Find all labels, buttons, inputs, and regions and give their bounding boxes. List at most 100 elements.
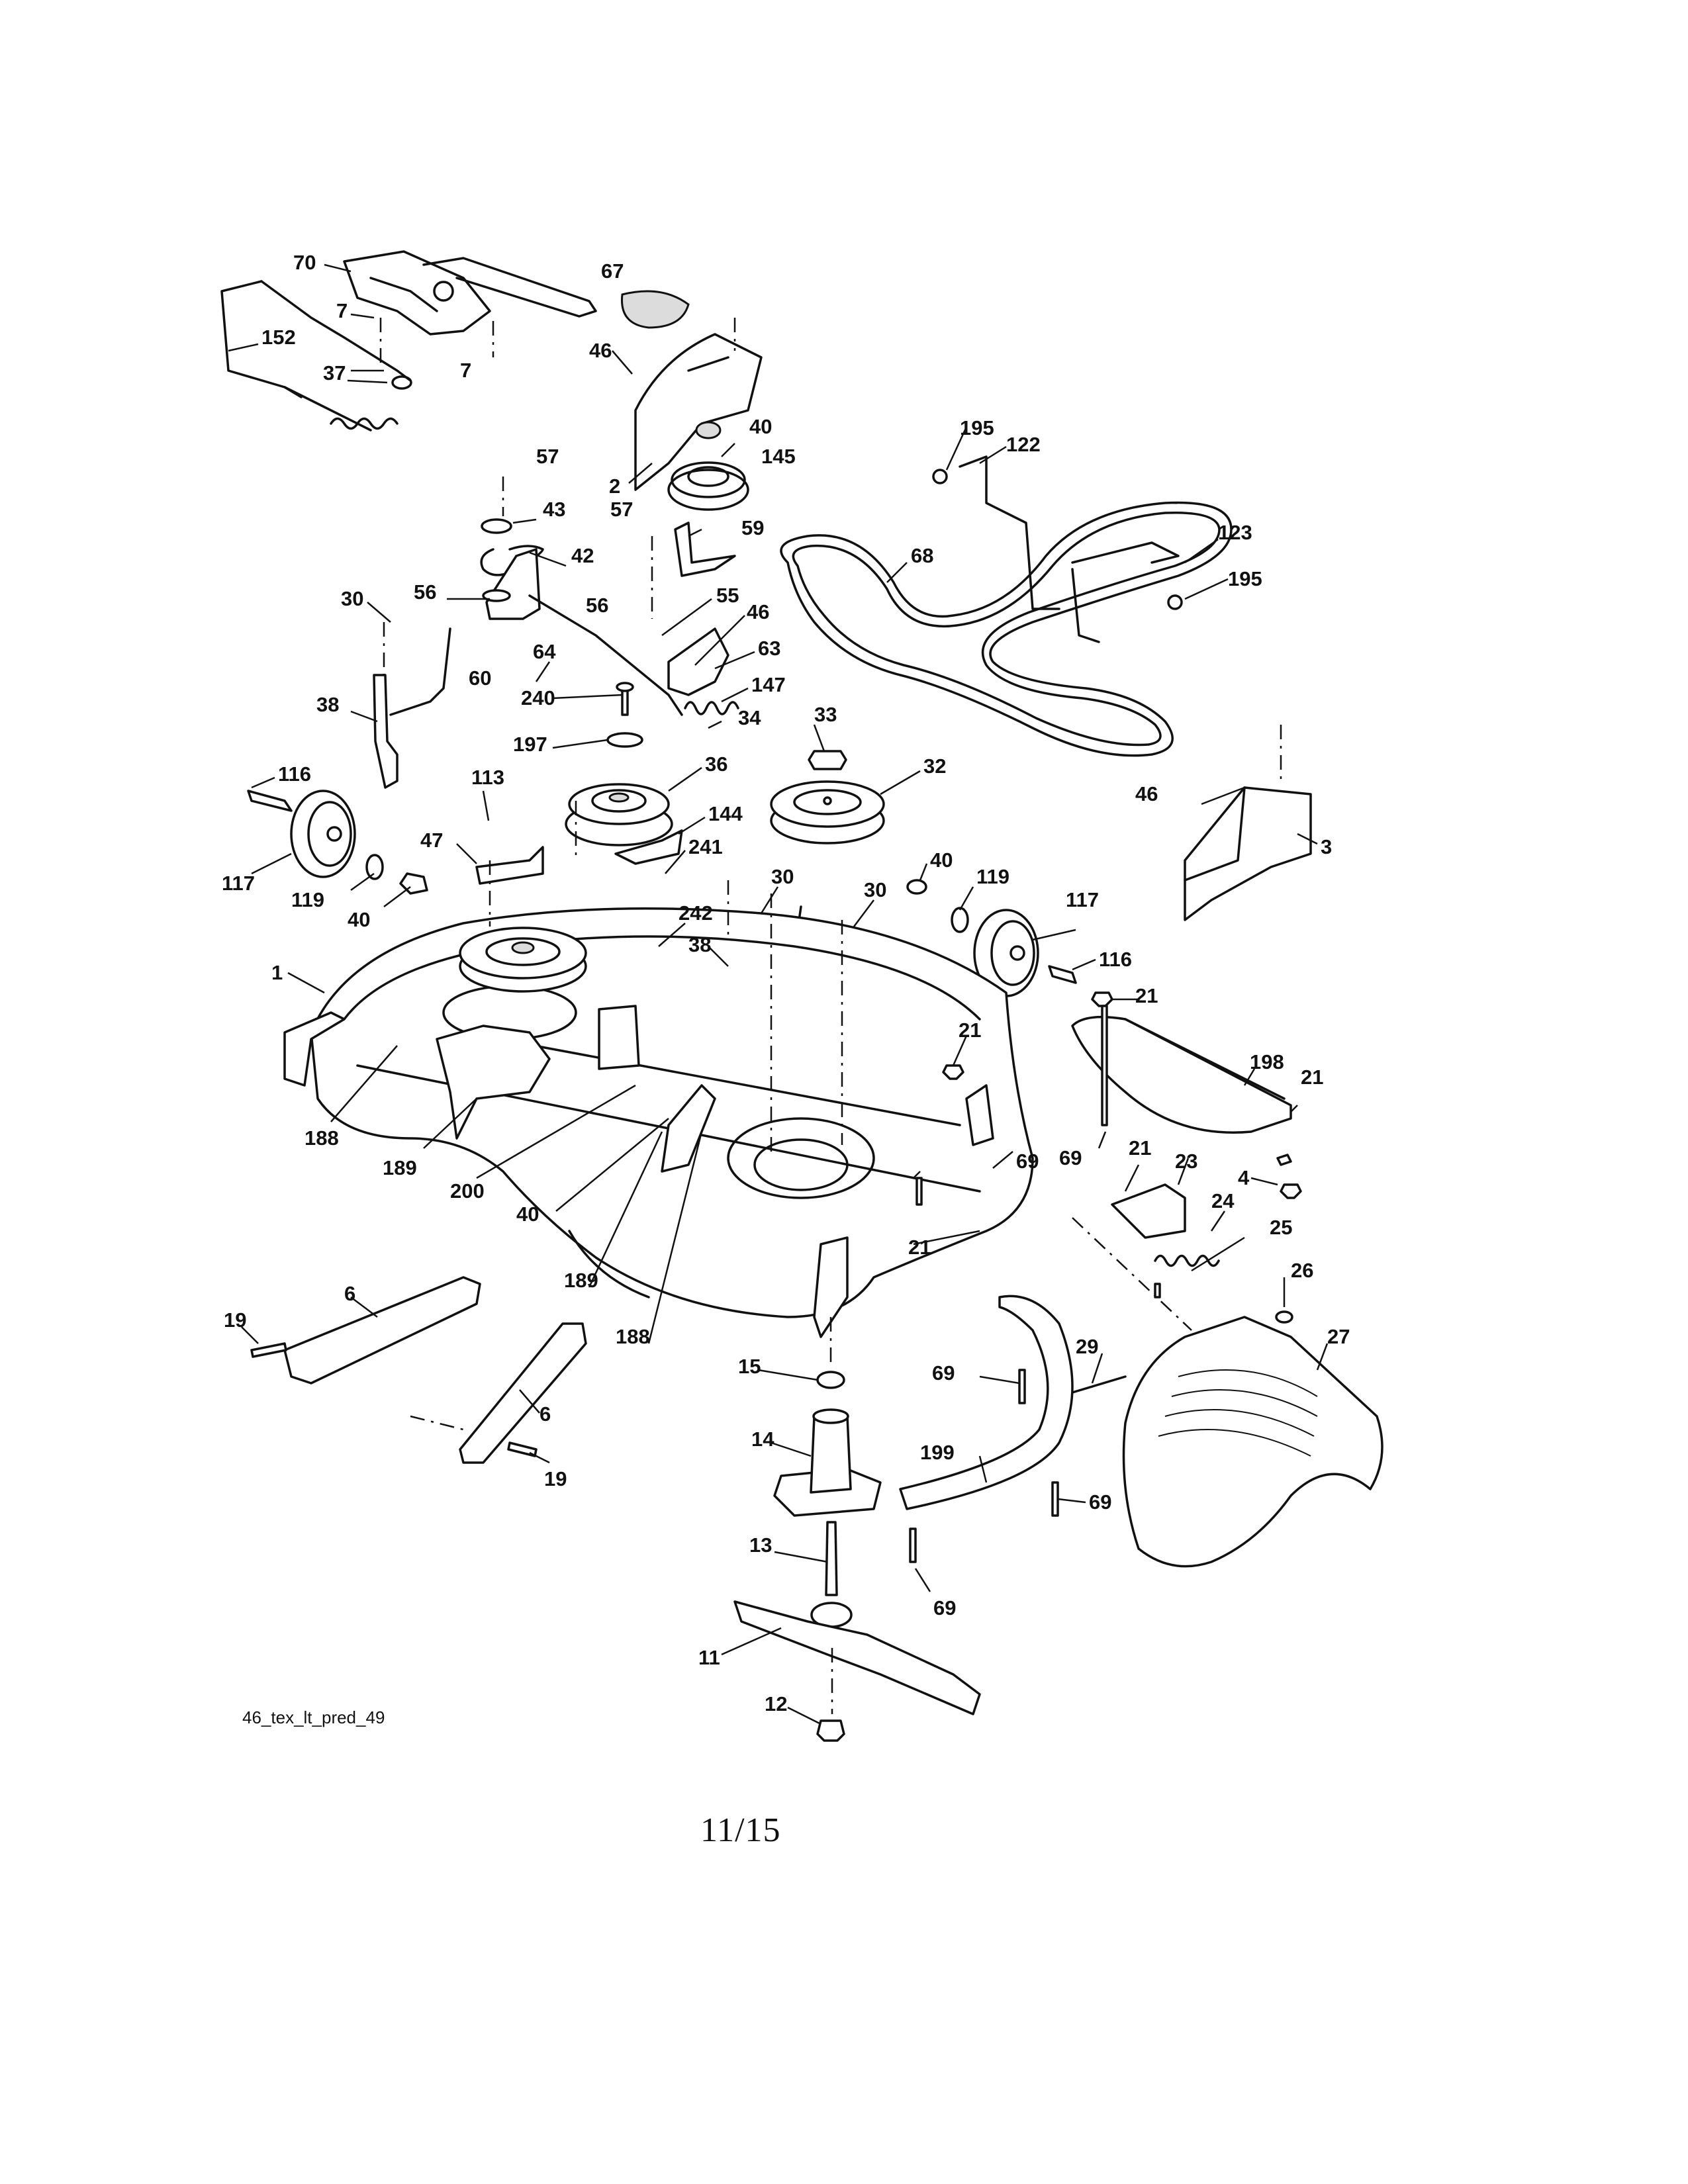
- callout-1: 1: [271, 961, 283, 984]
- callout-57: 57: [610, 498, 633, 521]
- diagram-reference-code: 46_tex_lt_pred_49: [242, 1707, 385, 1727]
- callout-57: 57: [536, 445, 559, 468]
- washer-197: [606, 732, 643, 748]
- drive-belt-68: [780, 501, 1233, 757]
- blade-11: [733, 1600, 981, 1715]
- callout-37: 37: [323, 361, 346, 385]
- callout-40: 40: [930, 848, 953, 872]
- callout-189: 189: [383, 1156, 417, 1179]
- callout-64: 64: [533, 640, 556, 663]
- blade-bolt-12: [816, 1719, 845, 1742]
- link-6-left: [283, 1276, 481, 1385]
- callout-15: 15: [738, 1355, 761, 1378]
- callout-240: 240: [521, 686, 555, 709]
- callout-21: 21: [1301, 1066, 1323, 1089]
- callout-116: 116: [278, 762, 311, 786]
- callout-13: 13: [749, 1533, 772, 1557]
- callout-242: 242: [679, 901, 713, 925]
- callout-69: 69: [1016, 1150, 1039, 1173]
- callout-56: 56: [414, 580, 436, 604]
- callout-38: 38: [316, 693, 339, 716]
- idler-pulley-145: [667, 421, 749, 511]
- callout-68: 68: [911, 544, 933, 567]
- callout-42: 42: [571, 544, 594, 567]
- callout-33: 33: [814, 703, 837, 726]
- spindle-housing-14: [773, 1371, 882, 1517]
- callout-188: 188: [616, 1325, 650, 1348]
- callout-241: 241: [688, 835, 723, 858]
- callout-145: 145: [761, 445, 796, 468]
- callout-147: 147: [751, 673, 786, 696]
- callout-195: 195: [1228, 567, 1262, 590]
- callout-199: 199: [920, 1441, 955, 1464]
- callout-67: 67: [601, 259, 624, 283]
- baffle-center: [598, 1005, 640, 1070]
- callout-7: 7: [460, 359, 471, 382]
- callout-55: 55: [716, 584, 739, 607]
- leader-lines: [228, 263, 1329, 1725]
- bracket-144: [614, 829, 683, 865]
- callout-60: 60: [469, 666, 491, 690]
- wheel-bracket-38-left: [373, 622, 451, 789]
- callout-labels: 70 67 7 152 7 37 46 40 145 2 195 122 57 …: [222, 251, 1350, 1715]
- callout-6: 6: [344, 1282, 355, 1305]
- discharge-chute-27: [1122, 1316, 1383, 1568]
- callout-189: 189: [564, 1269, 598, 1292]
- callout-117: 117: [222, 872, 255, 895]
- callout-46: 46: [1135, 782, 1158, 805]
- hinge-bracket-23: [1111, 1183, 1186, 1239]
- callout-30: 30: [341, 587, 363, 610]
- callout-69: 69: [1089, 1490, 1111, 1514]
- callout-7: 7: [336, 299, 348, 322]
- callout-29: 29: [1076, 1335, 1098, 1358]
- baffle-front: [813, 1236, 849, 1338]
- callout-47: 47: [420, 829, 443, 852]
- callout-116: 116: [1099, 948, 1132, 971]
- callout-46: 46: [589, 339, 612, 362]
- front-bracket-left: [283, 1011, 346, 1087]
- callout-21: 21: [1135, 984, 1158, 1007]
- callout-200: 200: [450, 1179, 485, 1203]
- idler-pulley-36: [565, 783, 673, 846]
- belt-guide-122-123: [932, 455, 1183, 643]
- belt-cover-2: [634, 318, 763, 491]
- chute-guard-199: [899, 1295, 1074, 1510]
- front-bracket-right: [965, 1084, 994, 1146]
- callout-40: 40: [749, 415, 772, 438]
- gauge-wheel-right: [906, 879, 1077, 997]
- callout-21: 21: [908, 1236, 931, 1259]
- nut-33: [808, 750, 847, 770]
- callout-19: 19: [544, 1467, 567, 1490]
- callout-43: 43: [543, 498, 565, 521]
- callout-23: 23: [1175, 1150, 1197, 1173]
- callout-21: 21: [959, 1019, 981, 1042]
- callout-198: 198: [1250, 1050, 1284, 1073]
- callout-12: 12: [765, 1692, 787, 1715]
- callout-25: 25: [1270, 1216, 1292, 1239]
- callout-69: 69: [933, 1596, 956, 1619]
- bracket-59: [674, 522, 736, 577]
- callout-144: 144: [708, 802, 743, 825]
- callout-188: 188: [305, 1126, 339, 1150]
- callout-27: 27: [1327, 1325, 1350, 1348]
- callout-46: 46: [747, 600, 769, 623]
- callout-195: 195: [960, 416, 994, 439]
- callout-30: 30: [864, 878, 886, 901]
- hardware: [250, 991, 1302, 1563]
- callout-6: 6: [539, 1402, 551, 1426]
- callout-123: 123: [1218, 521, 1252, 544]
- bolt-240: [616, 682, 634, 716]
- callout-26: 26: [1291, 1259, 1313, 1282]
- callout-122: 122: [1006, 433, 1041, 456]
- callout-21: 21: [1129, 1136, 1151, 1160]
- callout-14: 14: [751, 1428, 774, 1451]
- lift-lever-assembly: [220, 250, 597, 432]
- spring-147: [684, 701, 739, 715]
- callout-11: 11: [698, 1646, 720, 1669]
- callout-56: 56: [586, 594, 608, 617]
- callout-63: 63: [758, 637, 780, 660]
- deck-spindle-pulley: [459, 927, 587, 993]
- bracket-47: [475, 846, 544, 885]
- callout-40: 40: [516, 1203, 539, 1226]
- callout-38: 38: [688, 933, 711, 956]
